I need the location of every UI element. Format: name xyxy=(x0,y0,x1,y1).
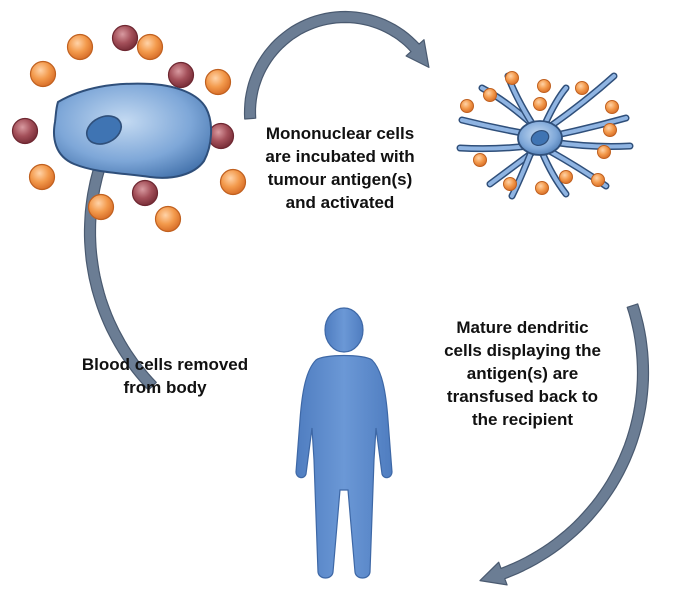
caption-line: cells displaying the xyxy=(444,341,601,360)
caption-line: Mononuclear cells xyxy=(265,124,415,143)
displayed-antigen-bead-icon xyxy=(597,145,611,159)
orange-antigen-bead-icon xyxy=(136,33,164,61)
displayed-antigen-bead-icon xyxy=(605,100,619,114)
right-cycle-arrow-icon xyxy=(479,303,650,586)
red-antigen-bead-icon xyxy=(131,179,159,207)
red-antigen-bead-icon xyxy=(167,61,195,89)
displayed-antigen-bead-icon xyxy=(559,170,573,184)
displayed-antigen-bead-icon xyxy=(603,123,617,137)
orange-antigen-bead-icon xyxy=(87,193,115,221)
person-body xyxy=(295,354,393,579)
dendrite-branch xyxy=(540,150,568,196)
displayed-antigen-bead-icon xyxy=(537,79,551,93)
blood-removed-caption: Blood cells removed from body xyxy=(60,353,270,399)
incubation-caption: Mononuclear cells are incubated with tum… xyxy=(240,122,440,214)
dendrite-branch xyxy=(543,86,568,126)
orange-antigen-bead-icon xyxy=(28,163,56,191)
displayed-antigen-bead-icon xyxy=(533,97,547,111)
red-antigen-bead-icon xyxy=(11,117,39,145)
orange-antigen-bead-icon xyxy=(219,168,247,196)
displayed-antigen-bead-icon xyxy=(503,177,517,191)
caption-line: and activated xyxy=(285,193,395,212)
displayed-antigen-bead-icon xyxy=(535,181,549,195)
dendritic-nucleus-icon xyxy=(530,130,550,146)
caption-line: from body xyxy=(123,378,207,397)
cell-nucleus-icon xyxy=(85,115,123,145)
displayed-antigen-bead-icon xyxy=(460,99,474,113)
caption-line: transfused back to xyxy=(446,387,599,406)
orange-antigen-bead-icon xyxy=(66,33,94,61)
cells-layer xyxy=(11,24,634,233)
red-antigen-bead-icon xyxy=(111,24,139,52)
caption-line: Mature dendritic xyxy=(456,318,589,337)
person-head xyxy=(324,307,364,353)
mature-dendritic-caption: Mature dendritic cells displaying the an… xyxy=(415,316,630,431)
displayed-antigen-bead-icon xyxy=(483,88,497,102)
dendrite-branch xyxy=(546,74,616,130)
orange-antigen-bead-icon xyxy=(154,205,182,233)
top-cycle-arrow-icon xyxy=(243,10,430,120)
displayed-antigen-bead-icon xyxy=(591,173,605,187)
displayed-antigen-bead-icon xyxy=(575,81,589,95)
person-layer xyxy=(295,307,393,579)
orange-antigen-bead-icon xyxy=(204,68,232,96)
orange-antigen-bead-icon xyxy=(29,60,57,88)
displayed-antigen-bead-icon xyxy=(505,71,519,85)
cycle-arrows xyxy=(83,10,650,586)
red-antigen-bead-icon xyxy=(207,122,235,150)
caption-line: the recipient xyxy=(471,410,574,429)
caption-line: tumour antigen(s) xyxy=(267,170,413,189)
dendrite-branch xyxy=(460,118,530,136)
caption-line: Blood cells removed xyxy=(81,355,249,374)
person-icon xyxy=(295,307,393,579)
displayed-antigen-bead-icon xyxy=(473,153,487,167)
mononuclear-cell-icon xyxy=(53,82,212,179)
dendrite-branch xyxy=(510,148,534,198)
caption-line: are incubated with xyxy=(265,147,415,166)
caption-line: antigen(s) are xyxy=(466,364,579,383)
